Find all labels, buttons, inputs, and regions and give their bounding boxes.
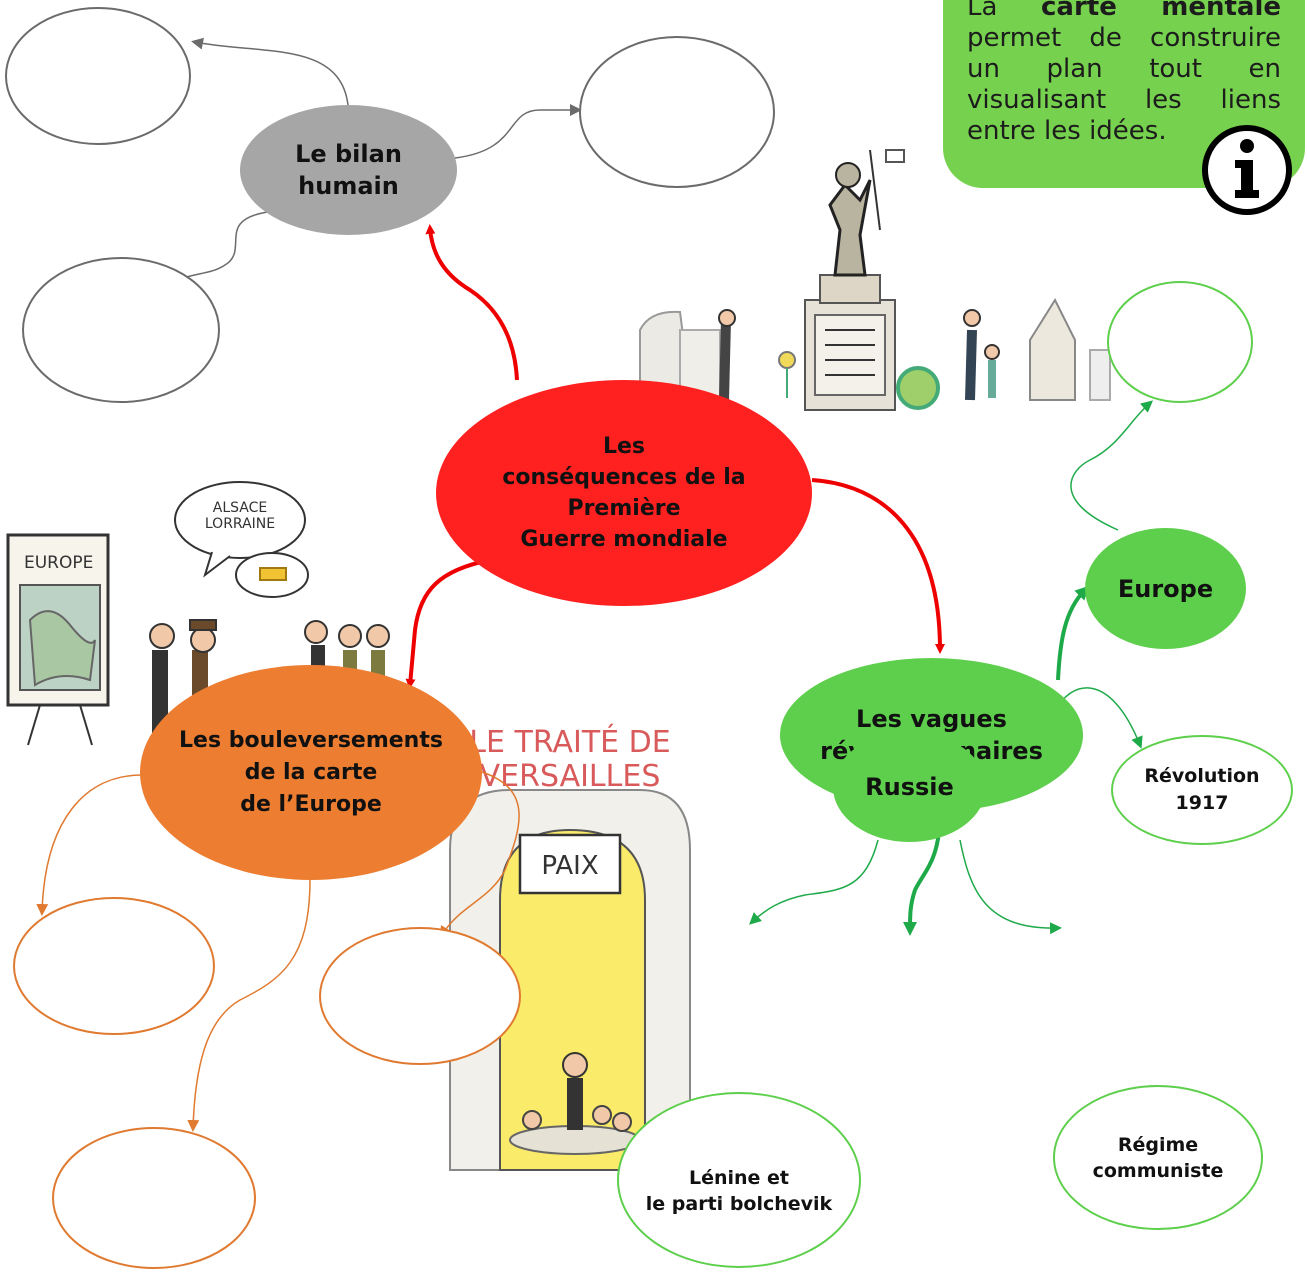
connector-vagues-to-europe [1056, 585, 1090, 681]
connector-vagues-to-russie [903, 811, 942, 936]
war-memorial-illustration [639, 149, 1111, 411]
connector-boulev-to-bottom [187, 879, 311, 1132]
connector-boulev-to-right [439, 771, 520, 939]
empty-leaves [5, 7, 1253, 1269]
info-text: La carte mentale permet de construire un… [967, 0, 1281, 146]
easel-sign-text: EUROPE [24, 553, 93, 573]
empty-leaf-carte-2 [319, 927, 521, 1065]
connectors [36, 37, 1154, 1132]
central-topic-node: Les conséquences de la Première Guerre m… [436, 380, 812, 606]
leaf-revolution-label: Révolution 1917 [1144, 765, 1260, 814]
empty-leaf-europe [1107, 281, 1253, 403]
branch-bouleversements-label: Les bouleversements de la carte de l’Eur… [179, 727, 443, 817]
empty-leaf-bilan-2 [579, 36, 775, 188]
connector-russie-to-regime [959, 839, 1062, 935]
leaf-regime-communiste: Régime communiste [1053, 1085, 1263, 1230]
empty-leaf-bilan-3 [22, 257, 220, 403]
info-box: La carte mentale permet de construire un… [943, 0, 1305, 215]
paix-sign-text: PAIX [541, 851, 598, 881]
connector-central-to-vagues [811, 478, 945, 654]
connector-central-to-bouleversements [405, 558, 491, 689]
branch-europe-label: Europe [1117, 574, 1214, 603]
connector-russie-to-lenine [749, 839, 879, 925]
leaf-regime-label: Régime communiste [1092, 1133, 1224, 1182]
connector-central-to-bilan [425, 224, 519, 381]
connector-bilan-to-topleft [191, 37, 349, 106]
branch-bilan-humain: Le bilan humain [240, 105, 457, 235]
central-topic-label: Les conséquences de la Première Guerre m… [502, 434, 746, 552]
branch-europe: Europe [1085, 528, 1246, 649]
empty-leaf-carte-1 [13, 897, 215, 1035]
connector-boulev-to-left [36, 774, 143, 916]
leaf-revolution-1917: Révolution 1917 [1111, 735, 1293, 845]
connector-europe-to-top [1070, 400, 1154, 531]
branch-bilan-label: Le bilan humain [295, 140, 402, 200]
empty-leaf-carte-3 [52, 1127, 256, 1269]
branch-bouleversements: Les bouleversements de la carte de l’Eur… [140, 665, 482, 880]
branch-russie: Russie [833, 732, 986, 842]
info-icon [1202, 125, 1292, 215]
leaf-lenine-bolchevik: Lénine et le parti bolchevik [617, 1092, 861, 1268]
empty-leaf-bilan-1 [5, 7, 191, 145]
leaf-lenine-label: Lénine et le parti bolchevik [645, 1167, 833, 1215]
connector-bilan-to-left [168, 211, 269, 285]
branch-russie-label: Russie [865, 773, 954, 801]
connector-bilan-to-topright [454, 104, 582, 159]
